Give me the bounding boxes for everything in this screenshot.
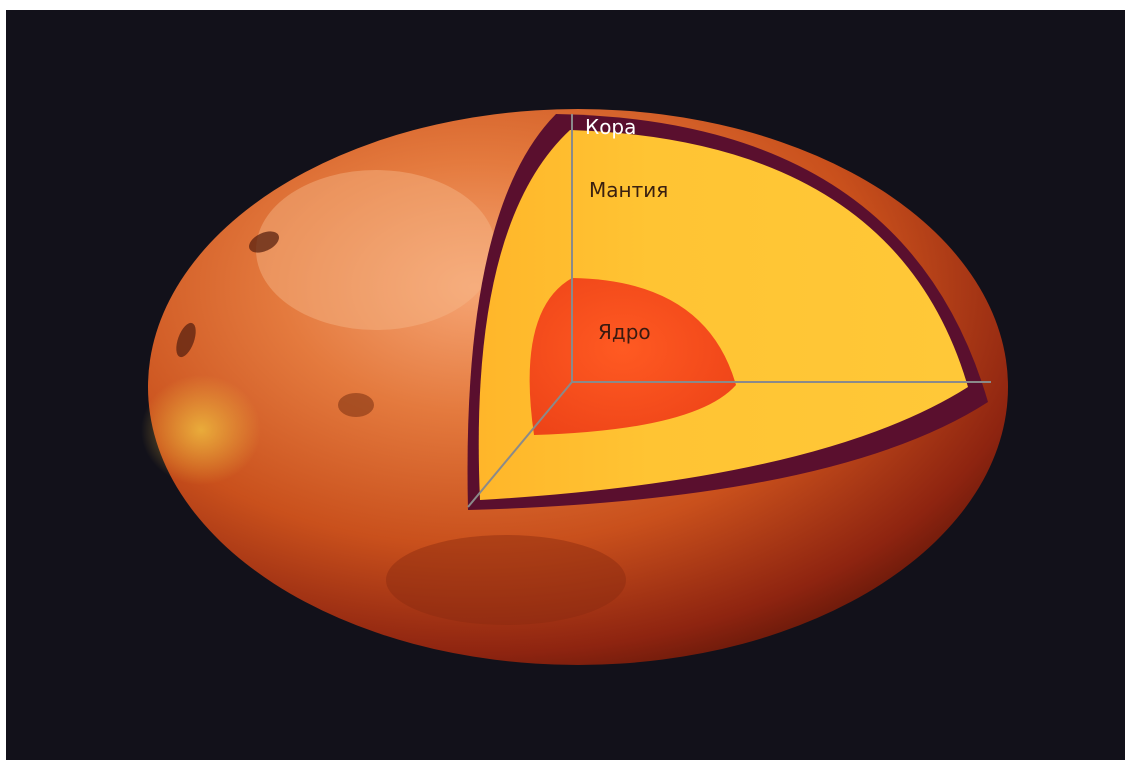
mars-cutaway-diagram: Кора Мантия Ядро [6, 10, 1125, 760]
surface-yellow-patch [141, 375, 261, 485]
diagram-frame: Кора Мантия Ядро [6, 10, 1125, 760]
surface-dark-mark [338, 393, 374, 417]
surface-dark-mark [386, 535, 626, 625]
mantle-label: Мантия [589, 178, 668, 202]
core-label: Ядро [598, 320, 651, 344]
surface-bright-spot [256, 170, 496, 330]
crust-label: Кора [585, 115, 636, 139]
